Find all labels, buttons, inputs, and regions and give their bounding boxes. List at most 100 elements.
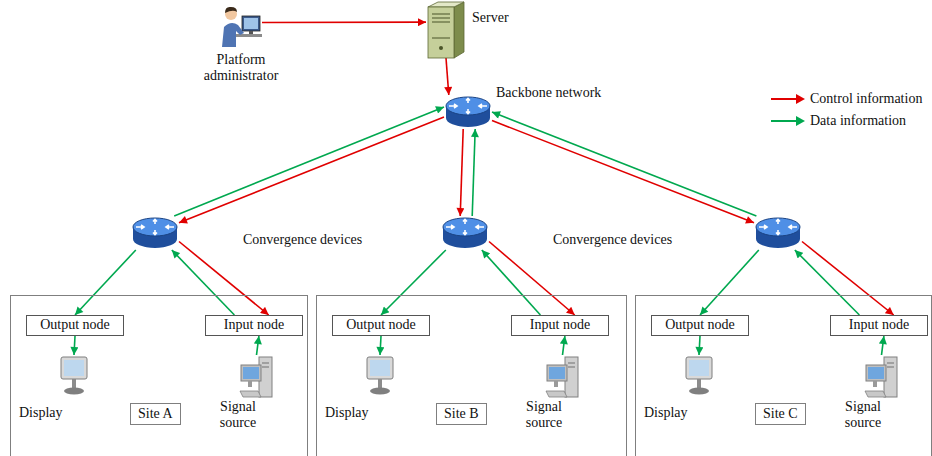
icon-label: Signal source — [838, 399, 888, 431]
control-arrow — [802, 242, 894, 316]
icon-part — [242, 16, 260, 31]
control-arrow — [262, 21, 426, 23]
icon-part — [868, 367, 884, 379]
display-icon — [59, 355, 89, 397]
display-icon: Display — [365, 355, 395, 397]
legend-arrow — [770, 93, 806, 105]
box-label: Output node — [661, 317, 739, 333]
display-icon: Display — [59, 355, 89, 397]
icon-part — [887, 363, 894, 367]
site-box: Output nodeInput nodeDisplaySignal sourc… — [316, 295, 627, 456]
icon-part — [547, 365, 567, 381]
icon-part — [546, 391, 567, 397]
icon-part — [248, 381, 252, 387]
icon-part — [689, 388, 709, 395]
data-arrow — [74, 336, 75, 355]
data-arrow — [492, 112, 756, 216]
icon-part — [446, 97, 490, 115]
icon-part — [72, 379, 76, 388]
icon-label: Signal source — [213, 399, 263, 431]
box-label: Output node — [36, 317, 114, 333]
server-icon: Server — [426, 2, 466, 58]
router-icon — [131, 216, 179, 250]
data-arrow — [563, 336, 565, 355]
box-label: Input node — [526, 317, 594, 333]
legend-text: Control information — [810, 91, 922, 107]
signal-source-icon: Signal source — [545, 355, 580, 400]
process-box: Output node — [651, 315, 749, 336]
control-arrow — [492, 121, 754, 223]
data-arrow — [75, 250, 136, 315]
icon-part — [367, 357, 393, 379]
icon-part — [234, 34, 262, 37]
icon-part — [133, 218, 177, 236]
icon-part — [865, 391, 886, 397]
icon-part — [243, 367, 259, 379]
control-arrow — [179, 242, 269, 316]
icon-part — [756, 218, 800, 236]
icon-part — [428, 2, 464, 7]
icon-part — [866, 365, 886, 381]
icon-label: Server — [472, 10, 512, 26]
icon-part — [61, 357, 87, 379]
administrator-icon — [220, 4, 262, 48]
display-icon — [684, 355, 714, 397]
legend-text: Data information — [810, 113, 906, 129]
router-icon — [754, 216, 802, 250]
data-arrow — [700, 250, 759, 315]
site-box: Output nodeInput nodeDisplaySignal sourc… — [635, 295, 932, 456]
legend: Control informationData information — [770, 88, 922, 132]
data-arrow — [174, 107, 444, 216]
router-icon: Convergence devices — [441, 216, 489, 250]
control-arrow — [489, 242, 575, 316]
server-icon — [426, 2, 466, 58]
site-label: Site C — [755, 403, 806, 425]
icon-part — [136, 220, 174, 235]
data-arrow — [699, 336, 700, 355]
data-arrow — [380, 336, 381, 355]
router-icon: Convergence devices — [131, 216, 179, 250]
legend-row: Control information — [770, 88, 922, 110]
box-label: Input node — [220, 317, 288, 333]
administrator-icon: Platform administrator — [220, 4, 262, 48]
icon-part — [549, 367, 565, 379]
data-arrow — [882, 336, 884, 355]
icon-part — [796, 94, 805, 104]
legend-row: Data information — [770, 110, 922, 132]
icon-part — [428, 7, 454, 58]
icon-part — [686, 357, 712, 379]
icon-part — [222, 23, 244, 47]
icon-label: Convergence devices — [553, 232, 601, 248]
icon-label: Signal source — [519, 399, 569, 431]
site-label: Site A — [130, 403, 181, 425]
icon-part — [443, 218, 487, 236]
process-box: Input node — [830, 315, 928, 336]
signal-source-icon: Signal source — [864, 355, 899, 400]
display-icon — [365, 355, 395, 397]
router-icon — [754, 216, 802, 250]
data-arrow — [172, 250, 235, 315]
site-box: Output node Input nodeDisplaySignal sourc… — [10, 295, 308, 456]
icon-part — [262, 363, 269, 367]
icon-part — [796, 116, 805, 126]
icon-part — [771, 98, 797, 100]
icon-part — [446, 220, 484, 235]
icon-part — [449, 99, 487, 114]
icon-label: Display — [325, 405, 355, 421]
data-arrow — [795, 250, 860, 315]
icon-part — [240, 391, 261, 397]
icon-part — [378, 379, 382, 388]
control-arrow — [446, 58, 449, 95]
router-icon — [444, 95, 492, 129]
icon-part — [759, 220, 797, 235]
display-icon: Display — [684, 355, 714, 397]
icon-part — [249, 31, 253, 34]
control-arrow — [460, 129, 463, 216]
signal-source-icon — [545, 355, 580, 400]
signal-source-icon — [239, 355, 274, 400]
box-label: Output node — [342, 317, 420, 333]
icon-part — [370, 388, 390, 395]
process-box: Output node — [26, 315, 124, 336]
icon-part — [244, 18, 258, 29]
